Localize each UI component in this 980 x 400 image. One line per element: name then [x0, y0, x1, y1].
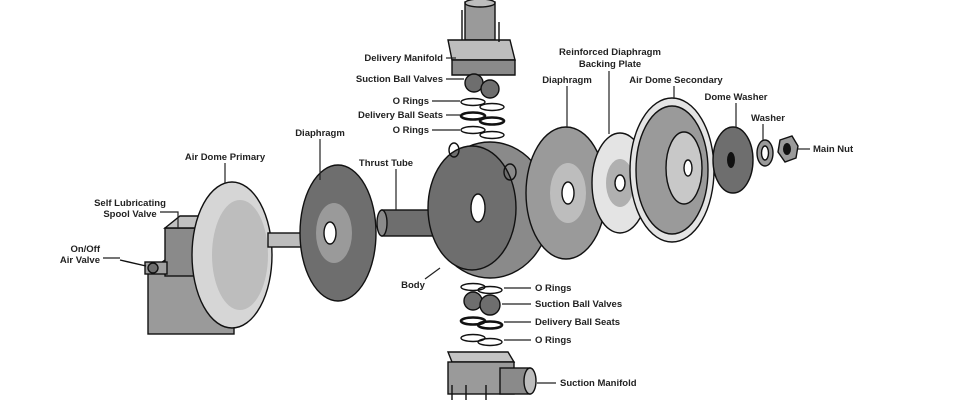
- air-dome-secondary-part: [629, 97, 715, 243]
- washer-part: [756, 139, 774, 167]
- dome-washer-part: [712, 126, 754, 194]
- label-suction-ball-valves-bottom: Suction Ball Valves: [535, 299, 622, 310]
- label-dome-washer: Dome Washer: [705, 92, 768, 103]
- label-air-dome-secondary: Air Dome Secondary: [629, 75, 723, 86]
- label-diaphragm-left: Diaphragm: [295, 128, 345, 139]
- label-air-valve-line1: On/Off: [70, 244, 100, 255]
- label-o-rings-top-1: O Rings: [393, 96, 429, 107]
- label-o-rings-bottom-1: O Rings: [535, 283, 571, 294]
- label-spool-valve-line2: Spool Valve: [103, 209, 156, 220]
- label-delivery-ball-seats-top: Delivery Ball Seats: [358, 110, 443, 121]
- suction-ball-valves-bottom: [463, 291, 501, 316]
- label-o-rings-top-2: O Rings: [393, 125, 429, 136]
- delivery-manifold-part: [447, 0, 516, 76]
- label-diaphragm-right: Diaphragm: [542, 75, 592, 86]
- rings-bottom: [459, 282, 504, 347]
- main-nut-part: [777, 135, 799, 163]
- leader-lines: [103, 57, 810, 384]
- label-o-rings-bottom-2: O Rings: [535, 335, 571, 346]
- label-thrust-tube: Thrust Tube: [359, 158, 413, 169]
- label-air-dome-primary: Air Dome Primary: [185, 152, 266, 163]
- air-dome-primary-part: [191, 181, 311, 329]
- label-delivery-ball-seats-bottom: Delivery Ball Seats: [535, 317, 620, 328]
- label-washer: Washer: [751, 113, 785, 124]
- suction-manifold-part: [446, 351, 537, 400]
- label-suction-ball-valves-top: Suction Ball Valves: [356, 74, 443, 85]
- label-suction-manifold: Suction Manifold: [560, 378, 637, 389]
- label-air-valve-line2: Air Valve: [60, 255, 100, 266]
- diaphragm-left-part: [299, 164, 377, 302]
- label-main-nut: Main Nut: [813, 144, 854, 155]
- label-spool-valve-line1: Self Lubricating: [94, 198, 166, 209]
- label-body: Body: [401, 280, 425, 291]
- label-backing-plate-line1: Reinforced Diaphragm: [559, 47, 661, 58]
- suction-ball-valves-top: [464, 73, 500, 99]
- body-part: [427, 141, 551, 279]
- label-delivery-manifold: Delivery Manifold: [364, 53, 443, 64]
- rings-top: [459, 97, 506, 140]
- label-backing-plate-line2: Backing Plate: [579, 59, 641, 70]
